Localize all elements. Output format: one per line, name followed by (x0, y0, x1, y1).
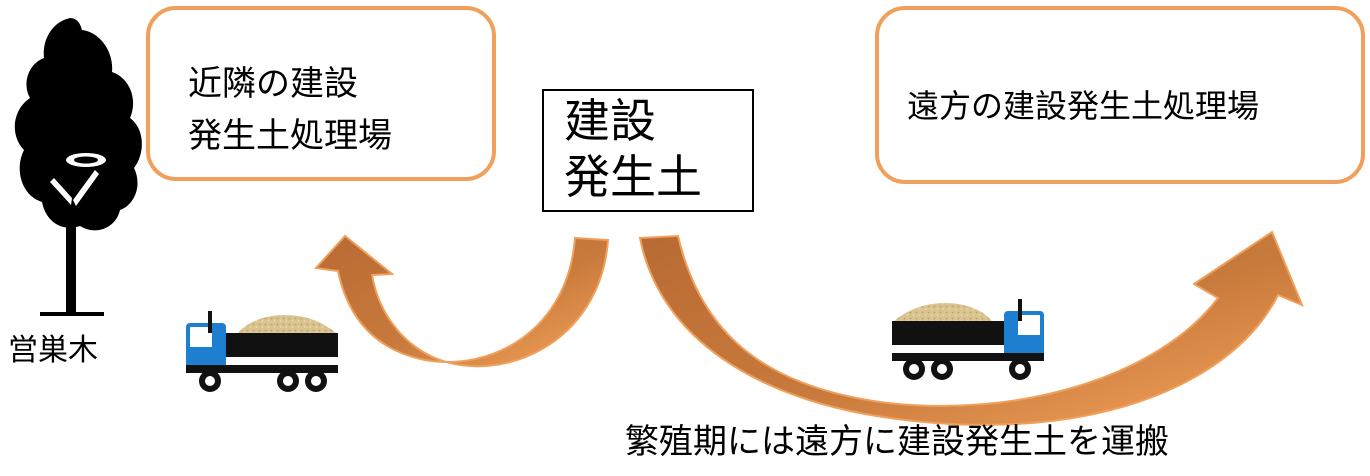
arrow-to-far-site (638, 230, 1304, 426)
construction-soil-label: 建設 発生土 (564, 94, 702, 204)
dump-truck-icon (186, 311, 338, 392)
near-disposal-site-label: 近隣の建設 発生土処理場 (188, 64, 392, 156)
nest-tree-label: 営巣木 (8, 333, 98, 368)
breeding-season-caption: 繁殖期には遠方に建設発生土を運搬 (625, 422, 1169, 462)
far-disposal-site-box: 遠方の建設発生土処理場 (875, 6, 1365, 184)
arrow-to-near-site (313, 234, 610, 368)
tree-icon (14, 18, 142, 316)
dump-truck-icon (892, 299, 1044, 380)
far-disposal-site-label: 遠方の建設発生土処理場 (907, 87, 1260, 125)
construction-soil-box: 建設 発生土 (542, 89, 754, 212)
near-disposal-site-box: 近隣の建設 発生土処理場 (146, 6, 496, 181)
